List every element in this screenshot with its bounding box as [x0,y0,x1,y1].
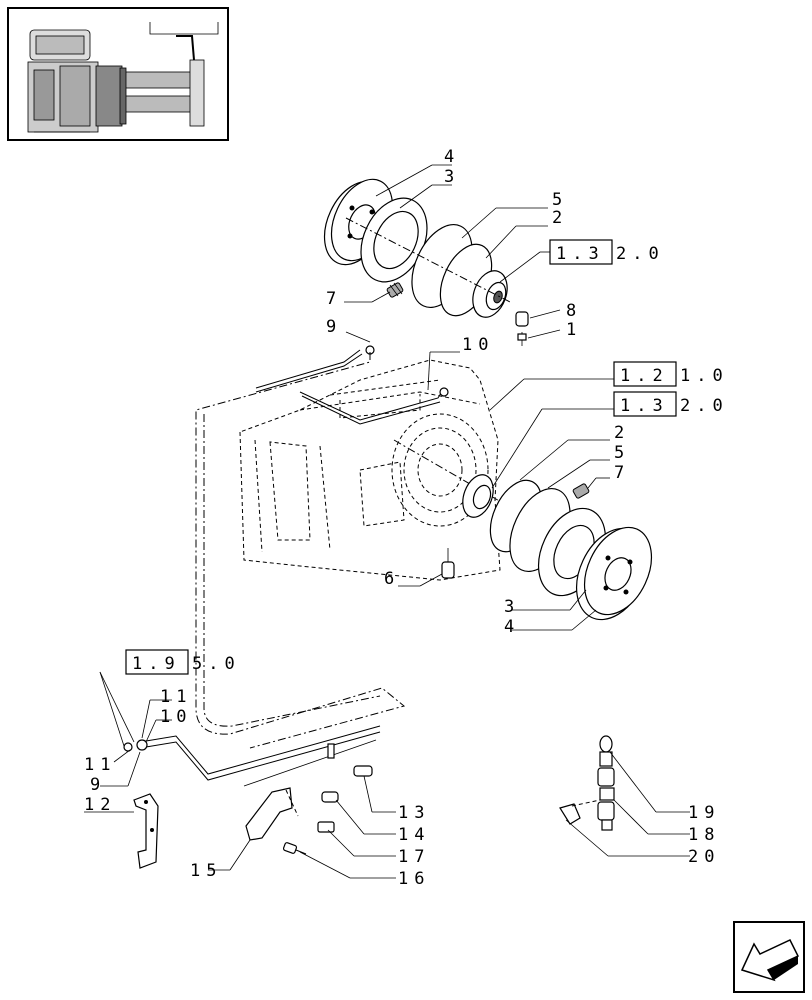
mounting-bracket-center [245,787,299,841]
callout-9-bot: 9 [90,775,106,795]
spring-right [572,483,590,499]
callout-5-top: 5 [552,190,568,210]
brake-disc-right [576,526,653,621]
callout-5-mid: 5 [614,443,630,463]
callout-1: 1 [566,320,582,340]
axis-housing [393,439,509,507]
callout-13: 13 [398,803,430,823]
mounting-bracket-left [133,793,159,869]
callout-7-mid: 7 [614,463,630,483]
callout-2-mid: 2 [614,423,630,443]
reference-4-boxed: 1.9 [132,654,181,674]
bolt [282,842,307,855]
union-fitting-assembly [559,735,615,831]
callout-4-bot: 4 [504,617,520,637]
callout-4-top: 4 [444,147,460,167]
callout-7-top: 7 [326,289,342,309]
drain-plug [441,548,455,579]
callout-20: 20 [688,847,720,867]
axis-top [345,217,511,303]
next-page-arrow-icon[interactable] [733,921,805,993]
pipe-clip-c [317,821,335,833]
callout-11-b: 11 [84,755,116,775]
callout-2-top: 2 [552,208,568,228]
callout-19: 19 [688,803,720,823]
pipe-clip-b [321,791,339,803]
spring-top [386,282,404,298]
callout-8: 8 [566,301,582,321]
assembly-thumbnail-icon[interactable] [7,7,229,141]
callout-12: 12 [84,795,116,815]
callout-10-top: 10 [462,335,494,355]
callout-6: 6 [384,569,400,589]
callout-9-top: 9 [326,317,342,337]
callout-10-bot: 10 [160,707,192,727]
pipe-route-dashed [195,352,406,749]
reference-1[interactable]: 1.3 2.0 [549,239,665,265]
transmission-housing [239,359,501,581]
reference-3-boxed: 1.3 [620,396,669,416]
reference-3-rest: 2.0 [680,396,729,416]
reference-1-boxed: 1.3 [556,244,605,264]
reference-4-rest: 5.0 [192,654,241,674]
pipe-clip-a [353,765,373,777]
hydraulic-pipe-lower [123,725,381,787]
reference-2-boxed: 1.2 [620,366,669,386]
callout-11-a: 11 [160,687,192,707]
reference-4[interactable]: 1.9 5.0 [125,649,241,675]
reference-1-rest: 2.0 [616,244,665,264]
callout-15: 15 [190,861,222,881]
reference-2-rest: 1.0 [680,366,729,386]
callout-16: 16 [398,869,430,889]
callout-3-bot: 3 [504,597,520,617]
callout-17: 17 [398,847,430,867]
reference-2[interactable]: 1.2 1.0 [613,361,729,387]
callout-3-top: 3 [444,167,460,187]
splined-hub-top [472,270,508,318]
plug-fitting [515,311,529,346]
reference-3[interactable]: 1.3 2.0 [613,391,729,417]
callout-18: 18 [688,825,720,845]
splined-hub-right [462,474,494,518]
hydraulic-pipe-upper [255,345,449,425]
callout-14: 14 [398,825,430,845]
